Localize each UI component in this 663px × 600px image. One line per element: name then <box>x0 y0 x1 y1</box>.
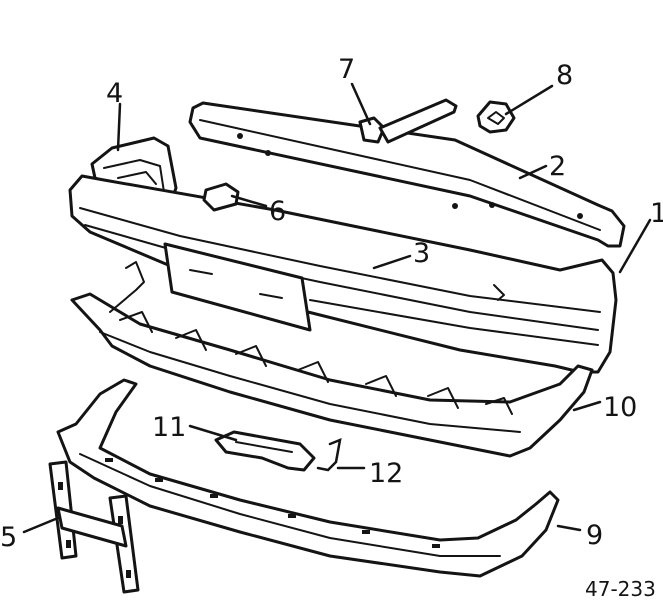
callout-11: 11 <box>152 412 186 443</box>
callout-7: 7 <box>338 54 355 85</box>
part-1-bumper-cover <box>68 174 618 374</box>
part-10-energy-absorber <box>70 261 594 458</box>
part-9-lower-valance <box>56 378 560 578</box>
callout-8: 8 <box>556 60 573 91</box>
part-11-bracket <box>214 430 316 472</box>
callout-5: 5 <box>0 522 17 553</box>
callout-1: 1 <box>650 198 663 229</box>
callout-10: 10 <box>603 392 637 423</box>
part-8-nut <box>476 100 516 134</box>
part-6-clip <box>202 182 240 212</box>
callout-3: 3 <box>413 238 430 269</box>
callout-4: 4 <box>106 78 123 109</box>
callout-2: 2 <box>549 151 566 182</box>
reference-code: 47-233 <box>585 577 656 600</box>
callout-6: 6 <box>269 196 286 227</box>
callout-9: 9 <box>586 520 603 551</box>
part-2-reinforcement-bar <box>188 101 626 248</box>
callout-12: 12 <box>369 458 403 489</box>
part-7-bolt <box>358 98 458 144</box>
leader-lines <box>22 82 652 534</box>
part-5-mounting-brackets <box>48 460 140 594</box>
part-12-hook-clip <box>316 438 342 472</box>
